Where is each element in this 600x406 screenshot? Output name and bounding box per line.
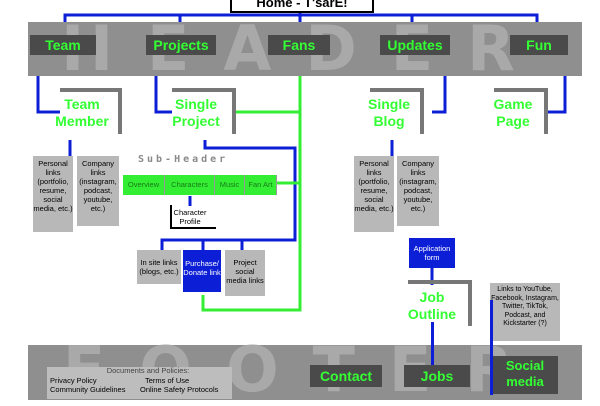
nav-fans[interactable]: Fans: [268, 35, 330, 55]
documents-title: Documents and Policies:: [106, 366, 190, 375]
tab-fan-art[interactable]: Fan Art: [245, 175, 277, 195]
blog-personal-links[interactable]: Personal links (portfolio, resume, socia…: [354, 156, 394, 232]
social-connector: [490, 300, 493, 395]
tab-music[interactable]: Music: [215, 175, 245, 195]
application-form[interactable]: Application form: [409, 238, 455, 268]
tab-characters[interactable]: Characters: [165, 175, 215, 195]
job-outline-label[interactable]: Job Outline: [407, 289, 457, 322]
game-page-frame: [494, 88, 548, 134]
team-member-label[interactable]: Team Member: [55, 96, 109, 129]
privacy-policy-link[interactable]: Privacy Policy: [50, 376, 97, 385]
project-social-links[interactable]: Project social media links: [225, 250, 265, 296]
team-member-frame: [60, 88, 122, 134]
tab-overview[interactable]: Overview: [123, 175, 165, 195]
community-guidelines-link[interactable]: Community Guidelines: [50, 385, 126, 394]
contact-button[interactable]: Contact: [310, 365, 382, 387]
social-links-note: Links to YouTube, Facebook, Instagram, T…: [490, 283, 560, 341]
jobs-connector: [431, 322, 434, 365]
single-project-frame: [172, 88, 236, 134]
single-blog-frame: [370, 88, 424, 134]
character-profile[interactable]: Character Profile: [173, 208, 207, 226]
character-profile-frame: [170, 205, 216, 229]
policies-panel: [47, 367, 232, 399]
in-site-links[interactable]: In site links (blogs, etc.): [137, 250, 181, 284]
nav-updates[interactable]: Updates: [380, 35, 450, 55]
nav-projects[interactable]: Projects: [146, 35, 216, 55]
nav-fun[interactable]: Fun: [510, 35, 568, 55]
social-media-button[interactable]: Social media: [492, 356, 558, 394]
team-company-links[interactable]: Company links (instagram, podcast, youtu…: [77, 156, 119, 226]
subheader-label: Sub-Header: [138, 154, 229, 165]
team-personal-links[interactable]: Personal links (portfolio, resume, socia…: [33, 156, 73, 232]
terms-link[interactable]: Terms of Use: [145, 376, 190, 385]
purchase-donate-link[interactable]: Purchase/ Donate link: [183, 250, 221, 292]
jobs-button[interactable]: Jobs: [404, 365, 470, 387]
online-safety-link[interactable]: Online Safety Protocols: [140, 385, 219, 394]
single-blog-label[interactable]: Single Blog: [367, 96, 410, 129]
nav-team[interactable]: Team: [30, 35, 96, 55]
page-title: Home - T'sarE!: [230, 0, 374, 13]
blog-company-links[interactable]: Company links (instagram, podcast, youtu…: [397, 156, 439, 226]
single-project-label[interactable]: Single Project: [172, 96, 220, 129]
game-page-label[interactable]: Game Page: [493, 96, 533, 129]
job-outline-frame: [408, 280, 472, 326]
